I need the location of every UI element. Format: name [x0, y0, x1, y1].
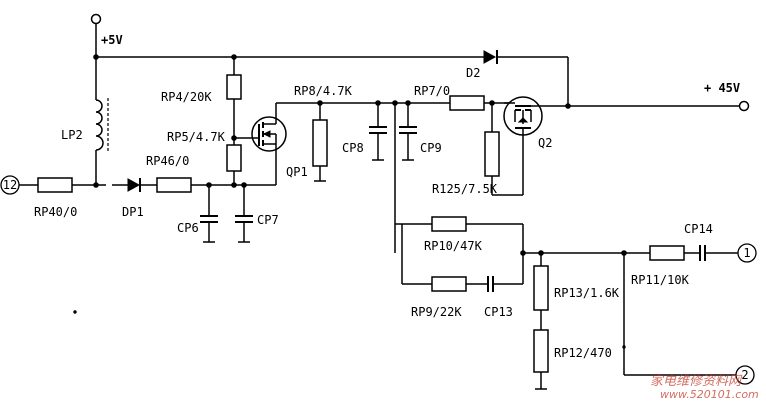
label-qp1: QP1: [286, 165, 308, 179]
resistor-rp13: [533, 265, 549, 311]
label-cp13: CP13: [484, 305, 513, 319]
diode-d2: [483, 50, 498, 64]
label-rp12: RP12/470: [554, 346, 612, 360]
label-rp13: RP13/1.6K: [554, 286, 620, 300]
capacitor-cp8: [369, 126, 387, 161]
capacitor-cp7: [235, 215, 253, 243]
capacitor-cp9: [399, 126, 417, 161]
watermark-line1: 家电维修资料网: [650, 373, 743, 389]
mosfet-q2: [503, 96, 543, 140]
resistor-rp46: [156, 177, 192, 193]
capacitor-cp14: [699, 245, 706, 261]
resistor-rp40: [37, 177, 73, 193]
resistor-rp11: [649, 245, 685, 261]
resistor-rp4: [226, 74, 242, 100]
label-cp8: CP8: [342, 141, 364, 155]
label-d2: D2: [466, 66, 480, 80]
label-cp9: CP9: [420, 141, 442, 155]
label-rp8: RP8/4.7K: [294, 84, 353, 98]
label-cp7: CP7: [257, 213, 279, 227]
label-rp4: RP4/20K: [161, 90, 212, 104]
label-45v: + 45V: [704, 81, 740, 95]
diode-dp1: [127, 178, 141, 192]
resistor-rp5: [226, 144, 242, 172]
connector-2: 2: [735, 365, 755, 385]
connector-12: 12: [0, 175, 20, 195]
label-cp14: CP14: [684, 222, 713, 236]
label-cp6: CP6: [177, 221, 199, 235]
label-q2: Q2: [538, 136, 552, 150]
label-r125: R125/7.5K: [432, 182, 498, 196]
resistor-rp10: [431, 216, 467, 232]
resistor-rp12: [533, 329, 549, 373]
label-rp11: RP11/10K: [631, 273, 690, 287]
connector-12-label: 12: [3, 178, 17, 192]
resistor-rp8: [312, 119, 328, 167]
vcc-5v-terminal: [90, 13, 102, 25]
label-rp7: RP7/0: [414, 84, 450, 98]
inductor-lp2: [95, 98, 109, 152]
mosfet-qp1: [250, 114, 287, 154]
connector-1-label: 1: [743, 246, 750, 260]
labels: +5V + 45V LP2 RP40/0 DP1 RP46/0 RP4/20K …: [34, 33, 740, 360]
label-rp10: RP10/47K: [424, 239, 483, 253]
junction-dots: [93, 54, 627, 256]
label-lp2: LP2: [61, 128, 83, 142]
capacitor-cp13: [487, 276, 494, 292]
connector-2-label: 2: [741, 368, 748, 382]
capacitor-cp6: [200, 215, 218, 243]
vcc-45v-terminal: [738, 100, 750, 112]
stray-dot: [622, 345, 626, 349]
label-5v: +5V: [101, 33, 123, 47]
label-rp46: RP46/0: [146, 154, 189, 168]
watermark-line2: www.520101.com: [660, 388, 759, 401]
label-rp40: RP40/0: [34, 205, 77, 219]
connector-1: 1: [737, 243, 757, 263]
label-dp1: DP1: [122, 205, 144, 219]
label-rp9: RP9/22K: [411, 305, 462, 319]
resistor-r125: [484, 131, 500, 177]
resistor-rp9: [431, 276, 467, 292]
watermark: 家电维修资料网 www.520101.com: [650, 373, 759, 401]
label-rp5: RP5/4.7K: [167, 130, 226, 144]
stray-dot: [73, 310, 77, 314]
resistor-rp7: [449, 95, 485, 111]
